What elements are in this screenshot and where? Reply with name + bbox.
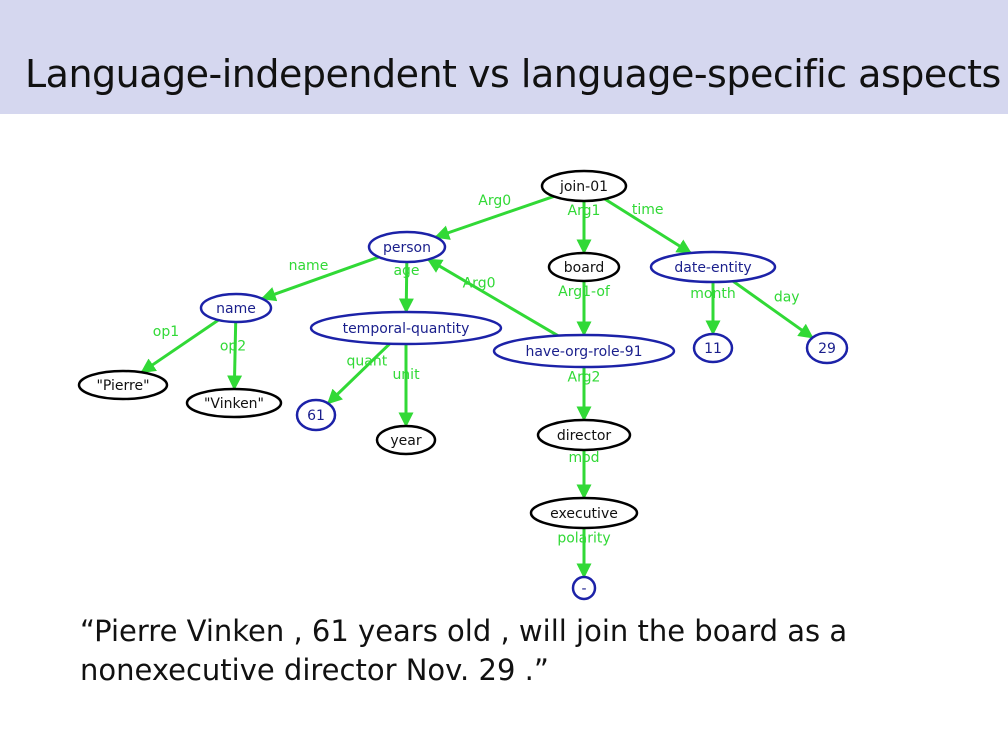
edge-line	[732, 279, 814, 339]
edge-join-to-board: Arg1	[568, 201, 601, 255]
edge-label: quant	[347, 354, 388, 370]
edge-line	[398, 261, 414, 314]
edge-line	[260, 255, 380, 302]
node-hor: have-org-role-91	[492, 333, 676, 369]
node-label: "Vinken"	[204, 396, 264, 412]
node-layer: join-01 person board date-entity name tempora…	[77, 169, 849, 601]
node-label: person	[383, 240, 431, 256]
node-ellipse	[540, 169, 628, 203]
example-sentence: “Pierre Vinken , 61 years old , will joi…	[80, 612, 960, 690]
node-ellipse	[492, 333, 676, 369]
edge-label: Arg1-of	[558, 284, 611, 300]
edge-label: Arg0	[463, 276, 496, 292]
edge-person-to-name: name	[260, 255, 380, 302]
node-name: name	[199, 292, 273, 324]
node-board: board	[547, 251, 621, 283]
slide-title: Language-independent vs language-specifi…	[25, 52, 1001, 96]
edge-board-to-hor: Arg1-of	[558, 281, 611, 337]
node-label: "Pierre"	[96, 378, 149, 394]
node-ellipse	[529, 496, 639, 530]
edge-label: age	[393, 263, 419, 279]
edge-label: Arg2	[568, 370, 601, 386]
edge-tq-to-n61: quant	[326, 342, 391, 405]
node-join: join-01	[540, 169, 628, 203]
node-ellipse	[571, 575, 597, 601]
edge-join-to-person: Arg0	[434, 193, 555, 240]
edge-line	[603, 197, 692, 255]
edge-label: op1	[153, 324, 179, 340]
edge-date-to-n11: month	[690, 282, 736, 336]
node-executive: executive	[529, 496, 639, 530]
title-band	[0, 0, 1008, 114]
edge-line	[426, 258, 559, 337]
node-label: year	[390, 433, 421, 449]
node-ellipse	[547, 251, 621, 283]
edge-hor-to-director: Arg2	[568, 367, 601, 422]
edge-label: mod	[568, 450, 599, 466]
edge-person-to-tq: age	[393, 261, 420, 314]
node-label: 11	[704, 341, 722, 357]
node-label: temporal-quantity	[343, 321, 470, 337]
node-label: name	[216, 301, 256, 317]
node-year: year	[375, 424, 437, 456]
node-label: join-01	[559, 179, 608, 195]
edge-name-to-vinken: op2	[220, 321, 246, 391]
sentence-line-1: “Pierre Vinken , 61 years old , will joi…	[80, 614, 848, 648]
edge-line	[227, 321, 243, 391]
edge-line	[434, 194, 555, 240]
sentence-line-2: nonexecutive director Nov. 29 .”	[80, 653, 549, 687]
node-label: have-org-role-91	[525, 344, 642, 360]
edge-label: op2	[220, 338, 246, 354]
edge-hor-to-person: Arg0	[426, 258, 559, 337]
node-label: 29	[818, 341, 836, 357]
edge-director-to-executive: mod	[568, 450, 600, 500]
edge-label: Arg1	[568, 203, 601, 219]
node-label: 61	[307, 408, 325, 424]
node-ellipse	[367, 230, 447, 264]
edge-label: day	[774, 289, 800, 305]
node-ellipse	[199, 292, 273, 324]
edge-label: name	[289, 258, 329, 274]
node-n29: 29	[805, 331, 849, 365]
node-vinken: "Vinken"	[185, 387, 283, 419]
edge-line	[140, 318, 220, 374]
node-label: -	[581, 581, 586, 597]
node-label: date-entity	[674, 260, 751, 276]
node-date: date-entity	[649, 250, 777, 284]
node-label: executive	[550, 506, 618, 522]
node-n61: 61	[295, 398, 337, 432]
node-ellipse	[309, 310, 503, 346]
edge-label: polarity	[557, 531, 610, 547]
edge-name-to-pierre: op1	[140, 318, 220, 374]
edge-label: month	[690, 286, 735, 302]
edge-line	[326, 342, 391, 405]
node-tq: temporal-quantity	[309, 310, 503, 346]
node-ellipse	[649, 250, 777, 284]
node-ellipse	[375, 424, 437, 456]
node-ellipse	[536, 418, 632, 452]
node-label: director	[557, 428, 612, 444]
node-director: director	[536, 418, 632, 452]
edge-tq-to-year: unit	[392, 344, 420, 428]
node-ellipse	[692, 332, 734, 364]
node-person: person	[367, 230, 447, 264]
node-minus: -	[571, 575, 597, 601]
edge-label: time	[632, 202, 664, 218]
node-label: board	[564, 260, 604, 276]
node-pierre: "Pierre"	[77, 369, 169, 401]
edge-date-to-n29: day	[732, 279, 814, 339]
edge-label: unit	[392, 367, 420, 383]
edge-executive-to-minus: polarity	[557, 528, 611, 579]
edge-join-to-date: time	[603, 197, 692, 255]
node-ellipse	[77, 369, 169, 401]
node-ellipse	[295, 398, 337, 432]
node-n11: 11	[692, 332, 734, 364]
node-ellipse	[185, 387, 283, 419]
edge-label: Arg0	[478, 193, 511, 209]
node-ellipse	[805, 331, 849, 365]
